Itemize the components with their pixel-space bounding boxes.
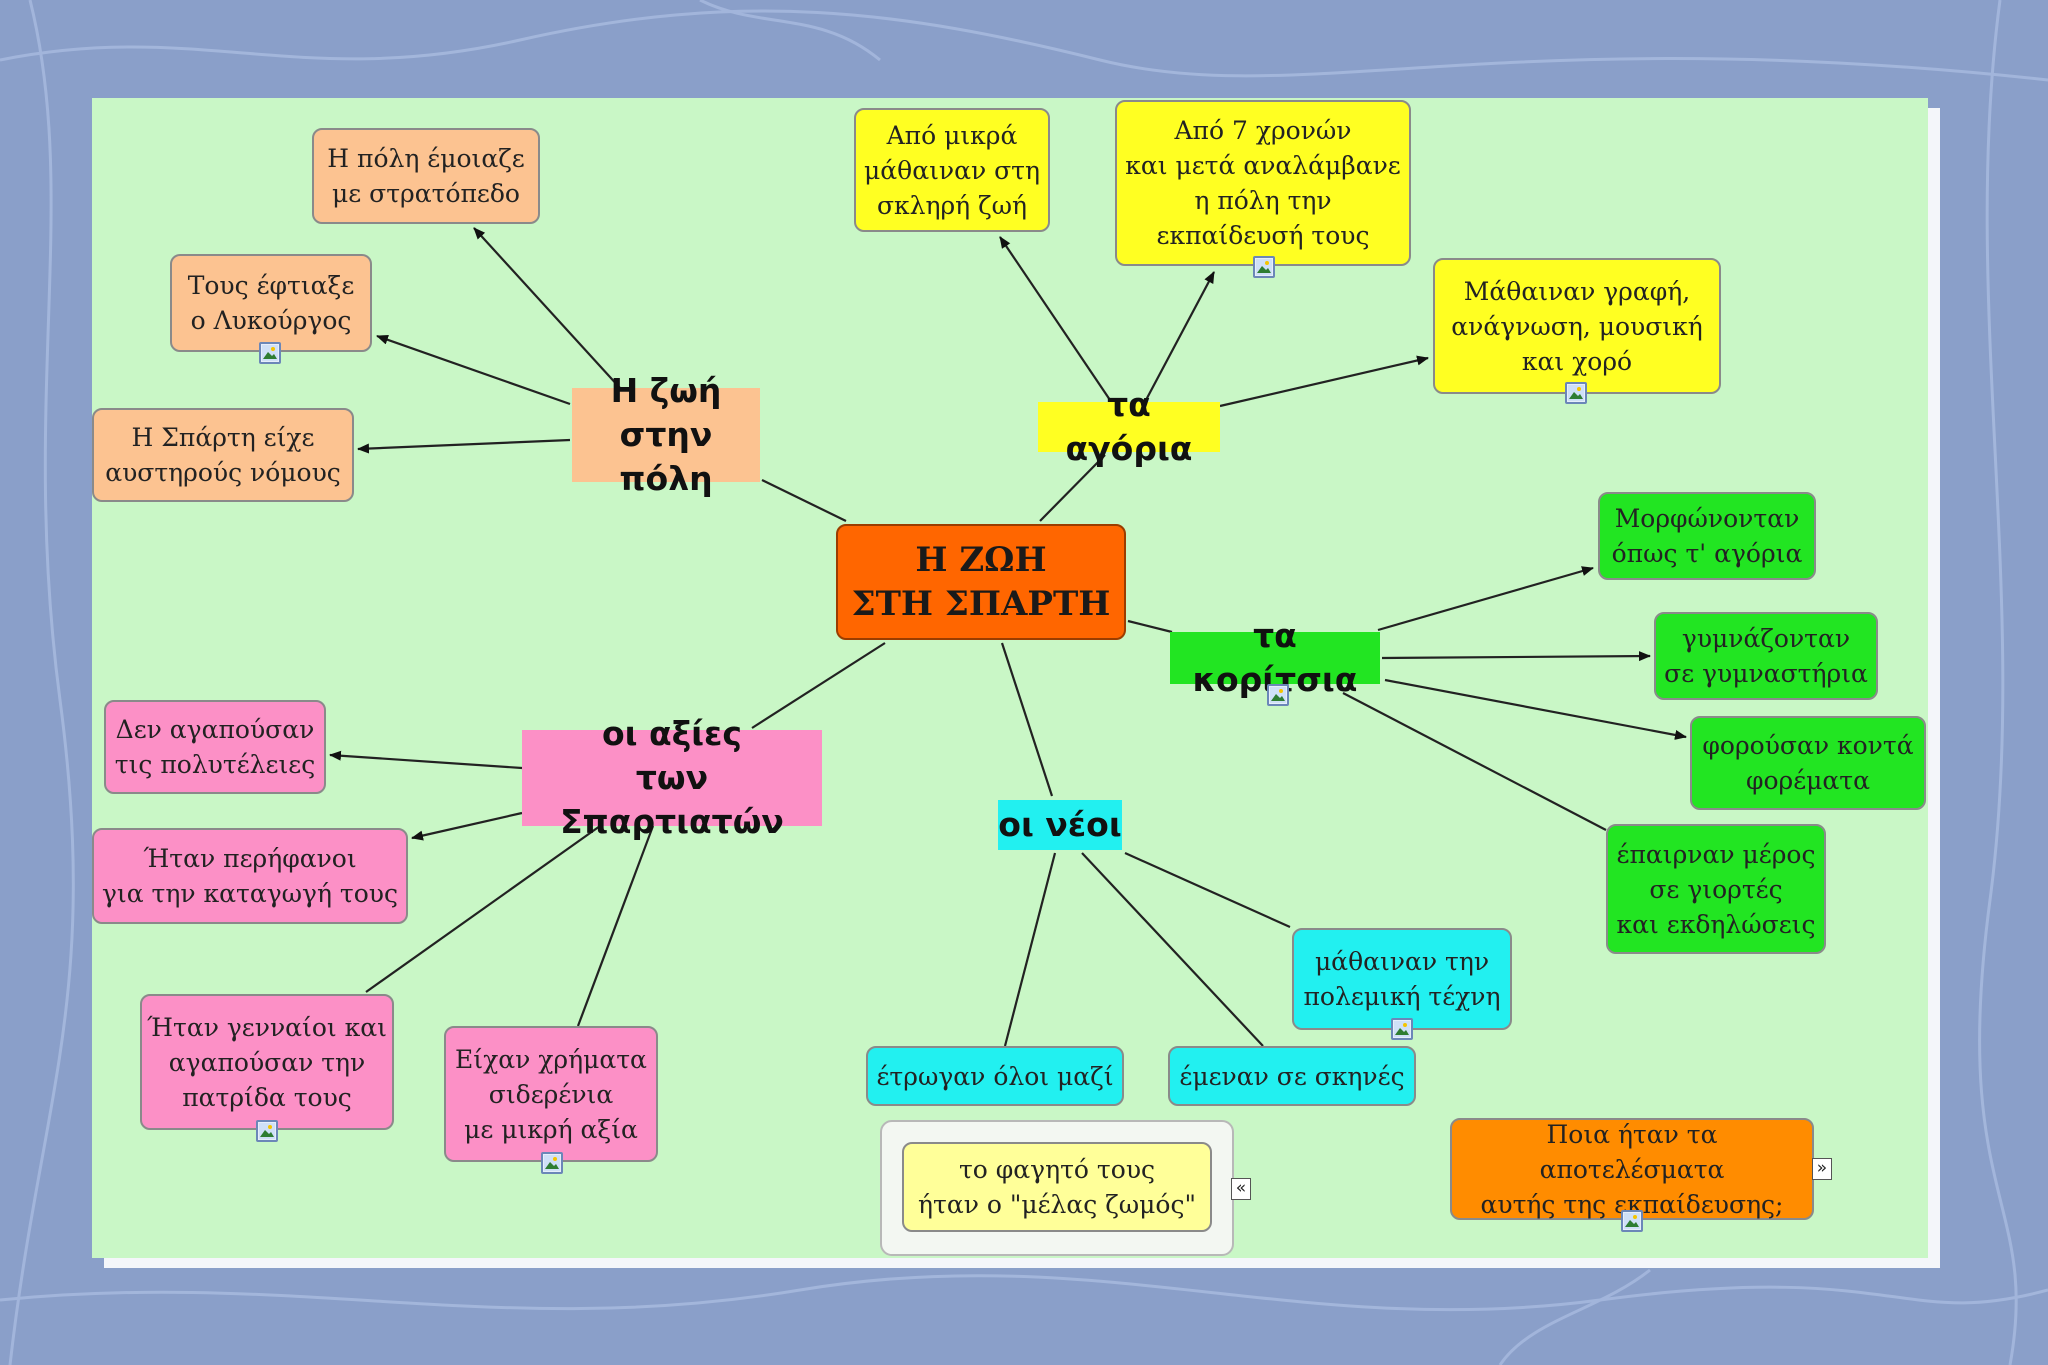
node-ate-together[interactable]: έτρωγαν όλοι μαζί bbox=[866, 1046, 1124, 1106]
node-black-broth[interactable]: το φαγητό τους ήταν ο "μέλας ζωμός" bbox=[902, 1142, 1212, 1232]
collapse-left-icon[interactable]: « bbox=[1231, 1178, 1251, 1200]
node-age-seven[interactable]: Από 7 χρονών και μετά αναλάμβανε η πόλη … bbox=[1115, 100, 1411, 266]
central-topic[interactable]: Η ΖΩΗ ΣΤΗ ΣΠΑΡΤΗ bbox=[836, 524, 1126, 640]
image-attachment-icon[interactable] bbox=[1253, 256, 1275, 278]
node-proud[interactable]: Ήταν περήφανοι για την καταγωγή τους bbox=[92, 828, 408, 924]
node-iron-money[interactable]: Είχαν χρήματα σιδερένια με μικρή αξία bbox=[444, 1026, 658, 1162]
node-lessons[interactable]: Μάθαιναν γραφή, ανάγνωση, μουσική και χο… bbox=[1433, 258, 1721, 394]
node-brave[interactable]: Ήταν γενναίοι και αγαπούσαν την πατρίδα … bbox=[140, 994, 394, 1130]
hub-girls[interactable]: τα κορίτσια bbox=[1170, 616, 1380, 699]
node-war-art[interactable]: μάθαιναν την πολεμική τέχνη bbox=[1292, 928, 1512, 1030]
node-girls-educated[interactable]: Μορφώνονταν όπως τ' αγόρια bbox=[1598, 492, 1816, 580]
hub-spartan-values[interactable]: οι αξίες των Σπαρτιατών bbox=[522, 714, 822, 841]
node-tents[interactable]: έμεναν σε σκηνές bbox=[1168, 1046, 1416, 1106]
hub-boys[interactable]: τα αγόρια bbox=[1038, 385, 1220, 468]
node-city-camp[interactable]: Η πόλη έμοιαζε με στρατόπεδο bbox=[312, 128, 540, 224]
image-attachment-icon[interactable] bbox=[259, 342, 281, 364]
node-hard-life[interactable]: Από μικρά μάθαιναν στη σκληρή ζωή bbox=[854, 108, 1050, 232]
node-gymnasia[interactable]: γυμνάζονταν σε γυμναστήρια bbox=[1654, 612, 1878, 700]
image-attachment-icon[interactable] bbox=[1621, 1210, 1643, 1232]
image-attachment-icon[interactable] bbox=[256, 1120, 278, 1142]
node-lycurgus[interactable]: Τους έφτιαξε ο Λυκούργος bbox=[170, 254, 372, 352]
node-festivals[interactable]: έπαιρναν μέρος σε γιορτές και εκδηλώσεις bbox=[1606, 824, 1826, 954]
node-strict-laws[interactable]: Η Σπάρτη είχε αυστηρούς νόμους bbox=[92, 408, 354, 502]
node-results-question[interactable]: Ποια ήταν τα αποτελέσματα αυτής της εκπα… bbox=[1450, 1118, 1814, 1220]
image-attachment-icon[interactable] bbox=[1267, 684, 1289, 706]
hub-youth[interactable]: οι νέοι bbox=[998, 800, 1122, 850]
hub-city-life[interactable]: Η ζωή στην πόλη bbox=[572, 371, 760, 498]
node-short-clothes[interactable]: φορούσαν κοντά φορέματα bbox=[1690, 716, 1926, 810]
node-no-luxury[interactable]: Δεν αγαπούσαν τις πολυτέλειες bbox=[104, 700, 326, 794]
image-attachment-icon[interactable] bbox=[1565, 382, 1587, 404]
image-attachment-icon[interactable] bbox=[541, 1152, 563, 1174]
image-attachment-icon[interactable] bbox=[1391, 1018, 1413, 1040]
expand-right-icon[interactable]: » bbox=[1812, 1158, 1832, 1180]
